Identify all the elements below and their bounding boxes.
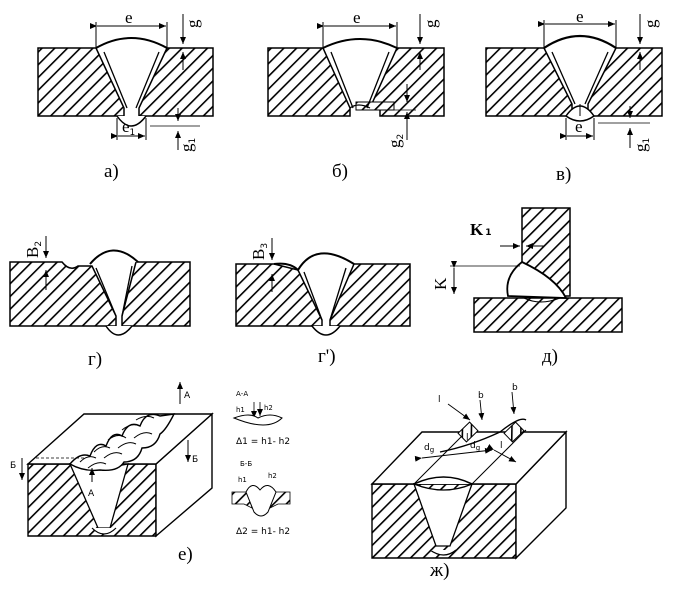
panel-b: e g g2 б) [267, 8, 445, 182]
dim-d1: dg [424, 443, 434, 454]
dim-e: e [576, 7, 584, 26]
weld-bead-stack [68, 413, 176, 472]
panel-zh: l b b l l dg dg ж) [370, 383, 568, 581]
plate-left [37, 47, 125, 117]
label-b-right: Б [192, 455, 198, 465]
dim-d2: dg [470, 441, 480, 452]
section-aa-h1: h1 [236, 406, 245, 414]
panel-g: В2 г) [9, 236, 191, 370]
dim-e: e [125, 8, 133, 27]
dim-l2: l [500, 441, 503, 451]
panel-g-prime: В3 г') [235, 238, 411, 367]
label-b-left: Б [10, 461, 16, 471]
section-bb-h1: h1 [238, 476, 247, 484]
section-bb: Б-Б h1 h2 Δ2 = h1- h2 [231, 460, 291, 537]
caption-a: а) [104, 161, 119, 182]
section-bb-h2: h2 [268, 472, 277, 480]
plate-right [138, 47, 214, 117]
dim-b2: В2 [23, 241, 44, 258]
panel-a: e g e1 g1 а) [37, 8, 214, 182]
dim-g1: g1 [631, 138, 652, 152]
dim-e: e [353, 8, 361, 27]
dim-g1: g1 [177, 138, 198, 152]
dim-g: g [641, 19, 660, 28]
panel-v: e g e g1 в) [485, 7, 663, 185]
root-bead [116, 115, 147, 127]
dim-g: g [183, 19, 202, 28]
dim-k: K [431, 277, 450, 290]
caption-zh: ж) [429, 560, 449, 581]
caption-v: в) [556, 164, 571, 185]
dim-e1: e1 [122, 117, 135, 138]
caption-d: д) [542, 346, 558, 367]
section-aa-formula: Δ1 = h1- h2 [236, 437, 290, 447]
section-aa: А-А h1 h2 Δ1 = h1- h2 [232, 390, 290, 447]
section-bb-title: Б-Б [240, 460, 252, 468]
groove-inner [103, 51, 160, 109]
caption-b: б) [332, 161, 348, 182]
dim-l1: l [438, 395, 441, 405]
dim-g: g [421, 19, 440, 28]
section-aa-title: А-А [236, 390, 248, 398]
dim-b2: b [512, 383, 518, 393]
caption-e: е) [178, 544, 193, 565]
label-a-top: A [184, 391, 191, 401]
panel-e: Б Б A A е) [10, 382, 214, 565]
label-a-bottom: A [88, 489, 95, 499]
dim-b3: В3 [249, 243, 270, 260]
dim-e1: e [575, 117, 583, 136]
dim-l3: l [466, 433, 469, 443]
caption-g: г) [88, 349, 102, 370]
section-bb-formula: Δ2 = h1- h2 [236, 527, 290, 537]
caption-g-prime: г') [318, 346, 336, 367]
dim-g2: g2 [385, 134, 406, 148]
section-aa-h2: h2 [264, 404, 273, 412]
dim-b1: b [478, 391, 484, 401]
weld-cap [95, 37, 168, 49]
